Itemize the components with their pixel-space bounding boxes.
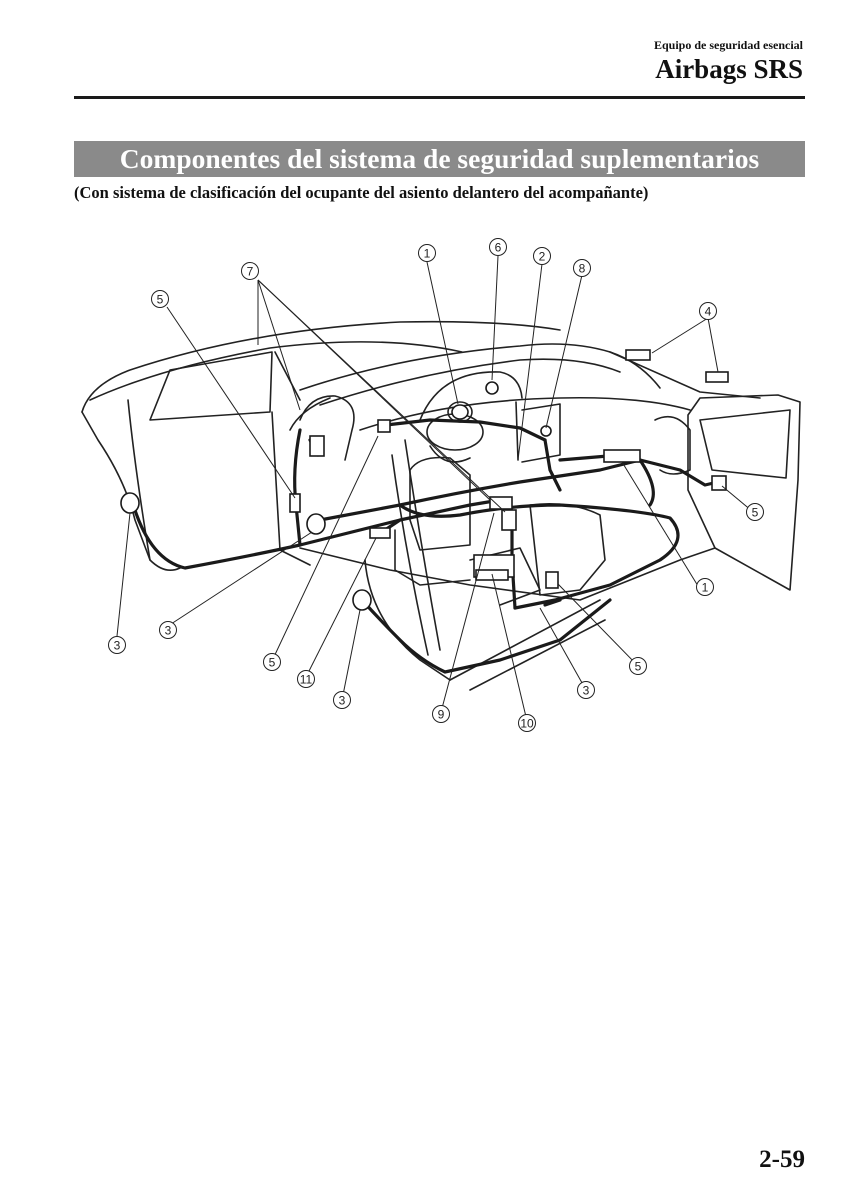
svg-text:5: 5 — [269, 656, 276, 670]
callout-4: 4 — [699, 302, 717, 320]
section-subtitle: (Con sistema de clasificación del ocupan… — [74, 183, 649, 202]
svg-text:5: 5 — [752, 506, 759, 520]
callout-9: 9 — [432, 705, 450, 723]
section-title-banner: Componentes del sistema de seguridad sup… — [74, 141, 805, 177]
callout-3-bottom: 3 — [333, 691, 351, 709]
callout-5-bottom-right: 5 — [629, 657, 647, 675]
svg-text:10: 10 — [520, 717, 534, 731]
svg-text:6: 6 — [495, 241, 502, 255]
callout-3-far-left: 3 — [108, 636, 126, 654]
callout-labels: 1 6 2 8 7 5 4 5 1 3 3 5 11 3 9 10 3 5 — [108, 238, 764, 732]
callout-5-bottom-left: 5 — [263, 653, 281, 671]
wiring-harness — [131, 418, 720, 674]
leader-lines — [116, 255, 753, 722]
callout-7: 7 — [241, 262, 259, 280]
svg-text:5: 5 — [635, 660, 642, 674]
callout-2: 2 — [533, 247, 551, 265]
svg-text:3: 3 — [114, 639, 121, 653]
callout-1-right: 1 — [696, 578, 714, 596]
car-body-outline — [81, 320, 801, 691]
callout-3-right: 3 — [577, 681, 595, 699]
callout-11: 11 — [297, 670, 315, 688]
svg-text:3: 3 — [339, 694, 346, 708]
header-divider — [74, 96, 805, 99]
svg-text:8: 8 — [579, 262, 586, 276]
svg-text:5: 5 — [157, 293, 164, 307]
callout-1-top: 1 — [418, 244, 436, 262]
svg-text:1: 1 — [424, 247, 431, 261]
impact-sensors — [120, 492, 372, 611]
callout-10: 10 — [518, 714, 536, 732]
page-number: 2-59 — [759, 1146, 805, 1173]
callout-5-right: 5 — [746, 503, 764, 521]
header-section-title: Equipo de seguridad esencial — [653, 38, 803, 52]
svg-text:4: 4 — [705, 305, 712, 319]
svg-text:9: 9 — [438, 708, 445, 722]
callout-6: 6 — [489, 238, 507, 256]
svg-text:2: 2 — [539, 250, 546, 264]
svg-text:3: 3 — [165, 624, 172, 638]
callout-8: 8 — [573, 259, 591, 277]
svg-text:11: 11 — [300, 673, 313, 687]
header-chapter-title: Airbags SRS — [655, 54, 803, 84]
callout-5-left: 5 — [151, 290, 169, 308]
airbag-modules — [289, 349, 729, 589]
callout-3-left: 3 — [159, 621, 177, 639]
svg-text:1: 1 — [702, 581, 709, 595]
svg-text:7: 7 — [247, 265, 254, 279]
svg-text:3: 3 — [583, 684, 590, 698]
